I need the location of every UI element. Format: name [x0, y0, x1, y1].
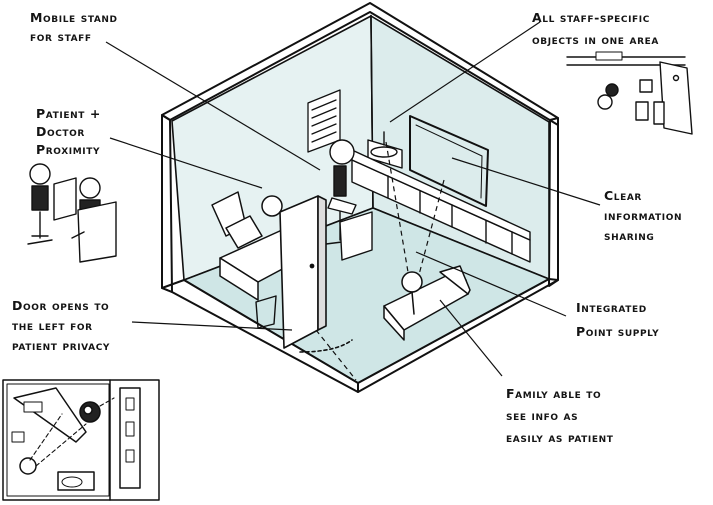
leader-lines [105, 21, 601, 377]
annotation-clear-info: Clear information sharing [604, 188, 687, 243]
annotation-supply: Integrated Point supply [576, 300, 659, 339]
doctor-patient-sketch-icon [27, 163, 117, 263]
floor-plan-icon [2, 379, 160, 501]
annotation-door: Door opens to the left for patient priva… [12, 298, 114, 353]
staff-wall-sketch-icon [566, 51, 693, 135]
annotation-proximity: Patient + Doctor Proximity [36, 106, 106, 157]
annotation-staff-objects: All staff-specific objects in one area [532, 10, 659, 47]
annotation-family: Family able to see info as easily as pat… [506, 386, 614, 445]
annotation-mobile-stand: Mobile stand for staff [30, 10, 123, 44]
room-diagram-icon [161, 2, 559, 393]
